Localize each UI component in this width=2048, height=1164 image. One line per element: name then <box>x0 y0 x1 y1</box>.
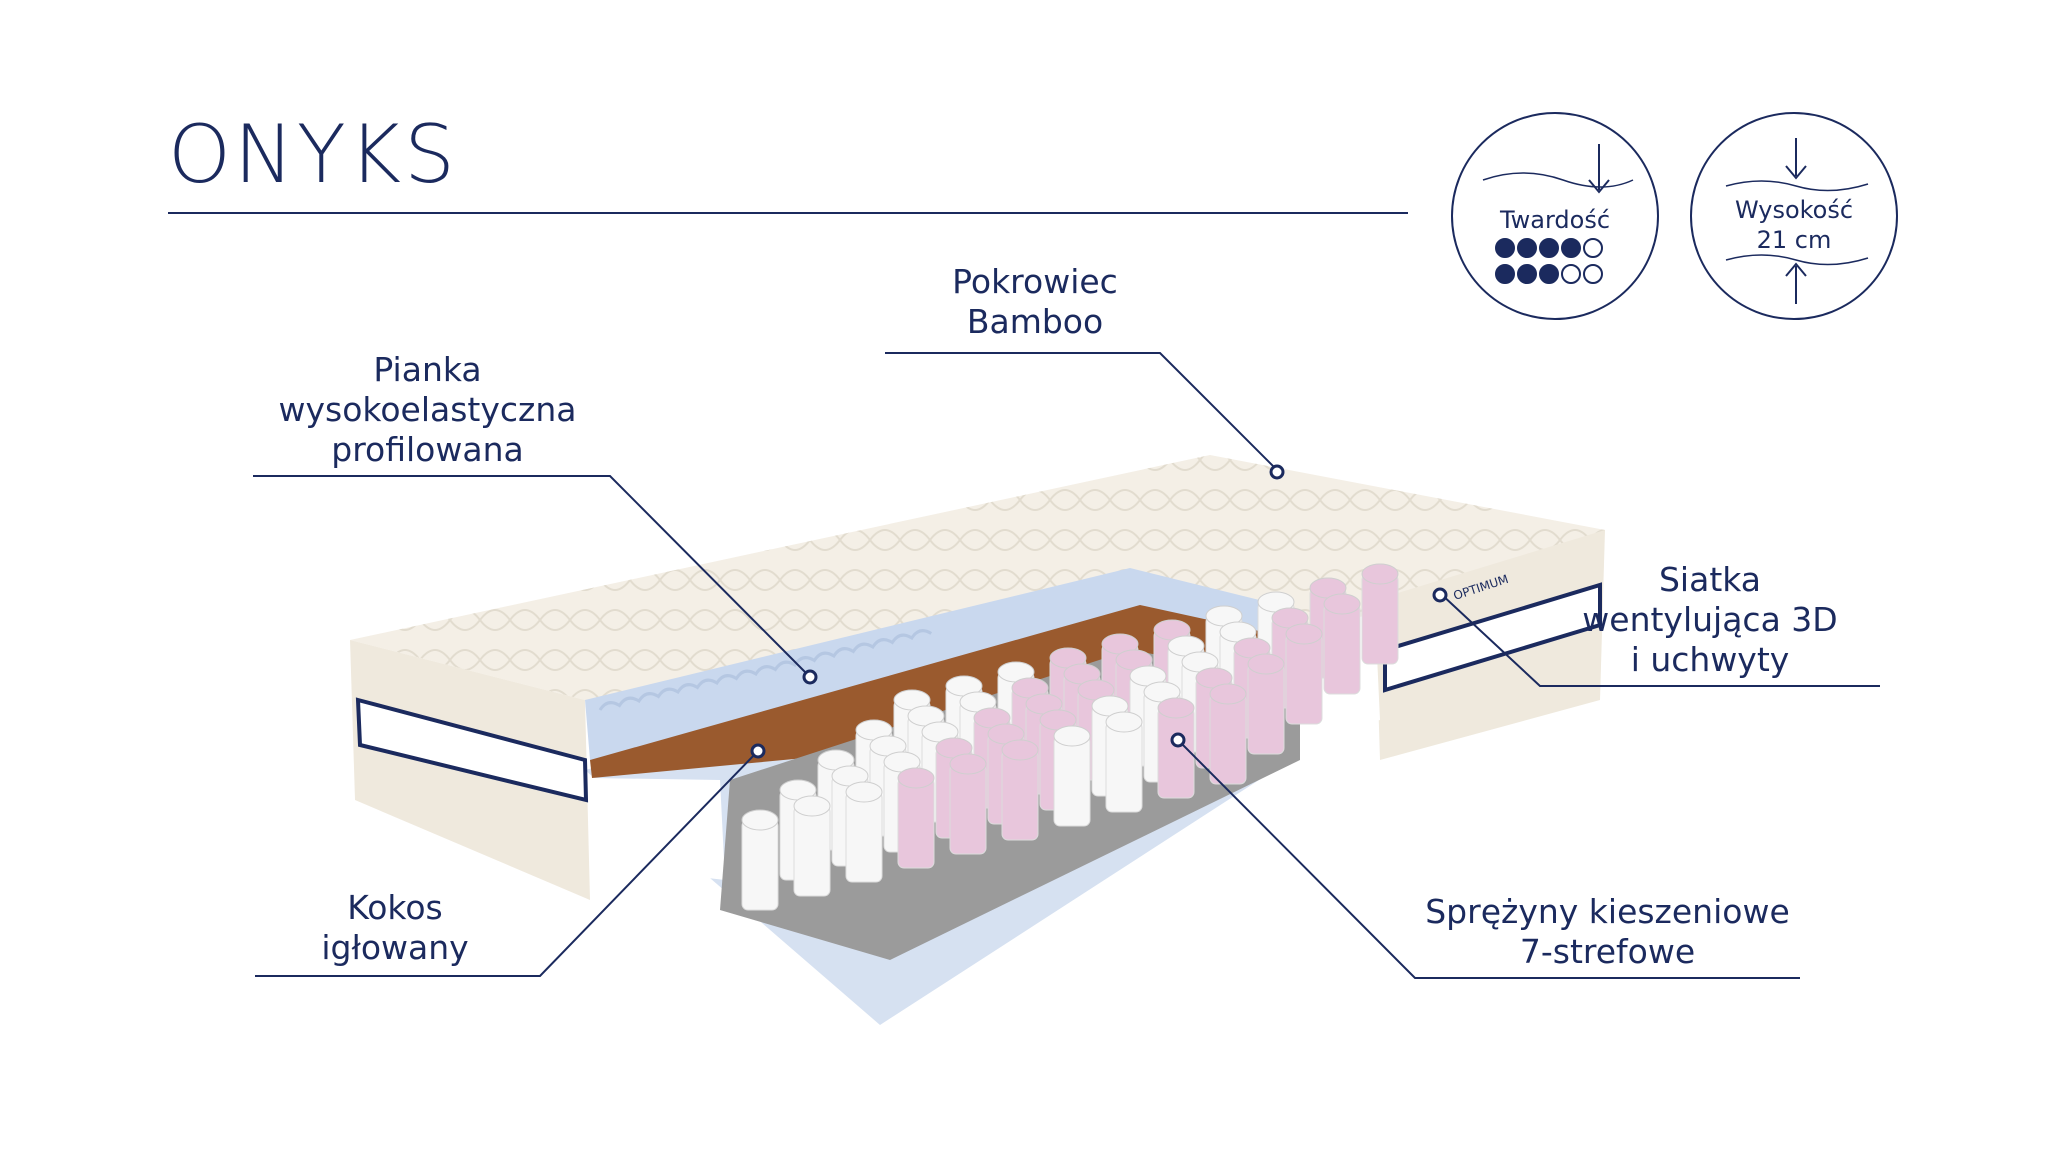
pocket-spring <box>1001 739 1039 841</box>
firmness-dot-filled <box>1539 238 1559 258</box>
product-title: ONYKS <box>168 108 458 201</box>
firmness-dot-filled <box>1539 264 1559 284</box>
pocket-spring <box>793 795 831 897</box>
marker-foam <box>802 669 818 685</box>
height-value: 21 cm <box>1756 226 1832 254</box>
firmness-dot-filled <box>1495 264 1515 284</box>
leader-line-cover <box>885 352 1278 471</box>
leader-line-mesh <box>1439 592 1880 687</box>
height-badge-graphic <box>1725 138 1869 304</box>
firmness-badge-graphic <box>1482 144 1634 284</box>
firmness-dot-empty <box>1561 264 1581 284</box>
pocket-spring <box>1053 725 1091 827</box>
callout-mesh-line-1: Siatka <box>1658 560 1762 599</box>
firmness-dot-filled <box>1561 238 1581 258</box>
height-label: Wysokość <box>1734 196 1854 224</box>
pocket-spring <box>1157 697 1195 799</box>
title-divider <box>168 212 1408 214</box>
callout-springs-line-2: 7-strefowe <box>1519 932 1696 971</box>
leader-line-foam <box>253 475 809 676</box>
pocket-spring <box>1323 593 1361 695</box>
firmness-dot-filled <box>1517 238 1537 258</box>
callout-coconut-line-2: igłowany <box>321 928 469 967</box>
marker-mesh <box>1432 587 1448 603</box>
down-arrow-icon <box>1588 144 1610 194</box>
firmness-badge: Twardość <box>1451 112 1659 320</box>
callout-springs-line-1: Sprężyny kieszeniowe <box>1425 892 1790 931</box>
firmness-label: Twardość <box>1499 206 1611 234</box>
pocket-spring <box>949 753 987 855</box>
marker-cover <box>1269 464 1285 480</box>
pocket-spring <box>1247 653 1285 755</box>
leader-line-coconut <box>255 750 759 977</box>
firmness-dot-empty <box>1583 264 1603 284</box>
marker-springs <box>1170 732 1186 748</box>
foam-block-left <box>592 778 725 880</box>
pocket-spring <box>1361 563 1399 665</box>
callout-foam-line-3: profilowana <box>331 430 524 469</box>
callout-springs: Sprężyny kieszeniowe 7-strefowe <box>1415 892 1800 972</box>
callout-mesh: Siatka wentylująca 3D i uchwyty <box>1540 560 1880 680</box>
firmness-dot-filled <box>1495 238 1515 258</box>
callout-foam-line-1: Pianka <box>373 350 482 389</box>
pocket-spring <box>897 767 935 869</box>
marker-coconut <box>750 743 766 759</box>
callout-mesh-line-2: wentylująca 3D <box>1582 600 1838 639</box>
firmness-dot-filled <box>1517 264 1537 284</box>
height-badge: Wysokość 21 cm <box>1690 112 1898 320</box>
down-arrow-icon <box>1785 138 1807 180</box>
callout-cover-line-1: Pokrowiec <box>952 262 1118 301</box>
pocket-spring <box>845 781 883 883</box>
leader-line-springs <box>1177 739 1800 979</box>
up-arrow-icon <box>1785 262 1807 304</box>
callout-foam-line-2: wysokoelastyczna <box>278 390 577 429</box>
pocket-spring <box>741 809 779 911</box>
callout-mesh-line-3: i uchwyty <box>1630 640 1790 679</box>
callout-cover: Pokrowiec Bamboo <box>905 262 1165 342</box>
callout-coconut: Kokos igłowany <box>255 888 535 968</box>
pocket-spring <box>1209 683 1247 785</box>
firmness-dot-empty <box>1583 238 1603 258</box>
callout-foam: Pianka wysokoelastyczna profilowana <box>255 350 600 470</box>
callout-coconut-line-1: Kokos <box>347 888 443 927</box>
pocket-spring <box>1285 623 1323 725</box>
pocket-spring <box>1105 711 1143 813</box>
callout-cover-line-2: Bamboo <box>966 302 1104 341</box>
